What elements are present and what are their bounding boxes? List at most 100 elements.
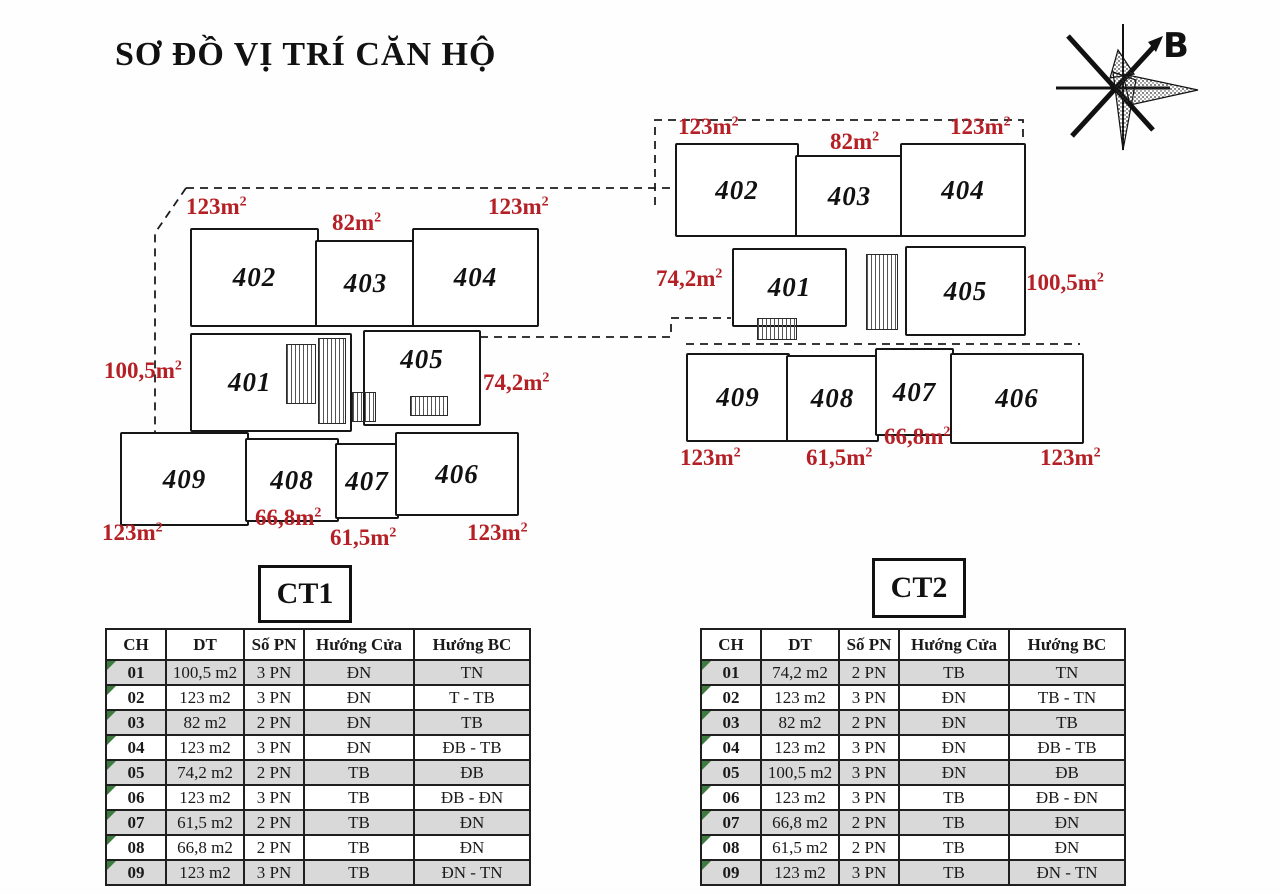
room-number: 409	[716, 382, 760, 412]
table-cell: ĐB - ĐN	[413, 784, 531, 811]
table-cell: ĐN	[898, 684, 1010, 711]
table-cell: ĐB	[1008, 759, 1126, 786]
room-number: 403	[343, 268, 388, 298]
table-cell: 74,2 m2	[165, 759, 245, 786]
table-cell: 3 PN	[243, 859, 305, 886]
ct1-area-label: 61,5m2	[330, 525, 397, 550]
room-number: 402	[715, 174, 759, 205]
stair-core-hatch	[757, 318, 797, 340]
table-cell: ĐN	[303, 734, 415, 761]
table-cell: 06	[105, 784, 167, 811]
room-number: 405	[400, 344, 444, 374]
table-cell: 100,5 m2	[760, 759, 840, 786]
ct2-room-402: 402	[675, 143, 799, 237]
table-cell: TB	[303, 834, 415, 861]
ct2-area-label: 123m2	[680, 445, 741, 470]
table-cell: ĐB - TB	[1008, 734, 1126, 761]
ct1-room-402: 402	[190, 228, 319, 327]
table-cell: 2 PN	[243, 709, 305, 736]
cell-comment-marker	[703, 762, 711, 770]
room-number: 404	[941, 174, 985, 205]
cell-comment-marker	[108, 737, 116, 745]
table-cell: 61,5 m2	[165, 809, 245, 836]
room-number: 406	[995, 383, 1039, 413]
cell-comment-marker	[108, 787, 116, 795]
table-cell: ĐB - TB	[413, 734, 531, 761]
table-cell: TB	[303, 759, 415, 786]
table-cell: 06	[700, 784, 762, 811]
ct2-room-401: 401	[732, 248, 847, 327]
cell-comment-marker	[108, 837, 116, 845]
table-cell: 123 m2	[760, 784, 840, 811]
table-cell: ĐN	[898, 709, 1010, 736]
table-cell: 123 m2	[165, 734, 245, 761]
table-header-cell: CH	[700, 628, 762, 661]
table-cell: 3 PN	[838, 759, 900, 786]
room-number: 401	[767, 272, 812, 302]
ct1-area-label: 123m2	[467, 520, 528, 545]
room-number: 401	[228, 367, 272, 397]
table-cell: 01	[105, 659, 167, 686]
room-number: 408	[270, 464, 314, 495]
table-cell: TB	[898, 659, 1010, 686]
table-cell: TB	[898, 809, 1010, 836]
ct1-room-403: 403	[315, 240, 416, 327]
room-number: 406	[435, 458, 479, 489]
table-header-cell: Hướng BC	[1008, 628, 1126, 661]
table-cell: 123 m2	[165, 684, 245, 711]
cell-comment-marker	[703, 862, 711, 870]
table-cell: 05	[700, 759, 762, 786]
cell-comment-marker	[108, 712, 116, 720]
table-cell: ĐN	[413, 834, 531, 861]
ct2-area-label: 61,5m2	[806, 445, 873, 470]
ct1-area-label: 123m2	[488, 194, 549, 219]
ct1-area-label: 66,8m2	[255, 505, 322, 530]
table-cell: 123 m2	[165, 784, 245, 811]
table-cell: ĐN	[303, 709, 415, 736]
room-number: 409	[162, 463, 207, 494]
table-cell: T - TB	[413, 684, 531, 711]
cell-comment-marker	[703, 662, 711, 670]
cell-comment-marker	[703, 712, 711, 720]
ct2-room-406: 406	[950, 353, 1084, 444]
table-header-cell: Hướng BC	[413, 628, 531, 661]
stair-core-hatch	[866, 254, 898, 330]
table-cell: 02	[700, 684, 762, 711]
room-number: 407	[345, 465, 389, 496]
table-cell: 01	[700, 659, 762, 686]
room-number: 405	[943, 275, 988, 306]
ct2-area-label: 74,2m2	[656, 266, 723, 291]
cell-comment-marker	[703, 837, 711, 845]
ct1-room-408: 408	[245, 438, 339, 522]
table-cell: 82 m2	[165, 709, 245, 736]
table-cell: 123 m2	[760, 734, 840, 761]
table-cell: 03	[700, 709, 762, 736]
page-title: SƠ ĐỒ VỊ TRÍ CĂN HỘ	[115, 36, 497, 73]
ct2-room-404: 404	[900, 143, 1026, 237]
table-cell: TB	[303, 859, 415, 886]
table-cell: 123 m2	[760, 684, 840, 711]
table-cell: ĐN	[303, 659, 415, 686]
table-cell: 08	[700, 834, 762, 861]
table-cell: 08	[105, 834, 167, 861]
ct2-area-label: 66,8m2	[884, 424, 951, 449]
table-cell: 100,5 m2	[165, 659, 245, 686]
room-number: 404	[453, 262, 498, 292]
table-cell: 74,2 m2	[760, 659, 840, 686]
table-cell: ĐN	[898, 759, 1010, 786]
table-cell: ĐN	[1008, 834, 1126, 861]
table-cell: ĐN - TN	[1008, 859, 1126, 886]
ct1-area-label: 123m2	[102, 520, 163, 545]
table-cell: 123 m2	[760, 859, 840, 886]
stair-core-hatch	[318, 338, 346, 424]
